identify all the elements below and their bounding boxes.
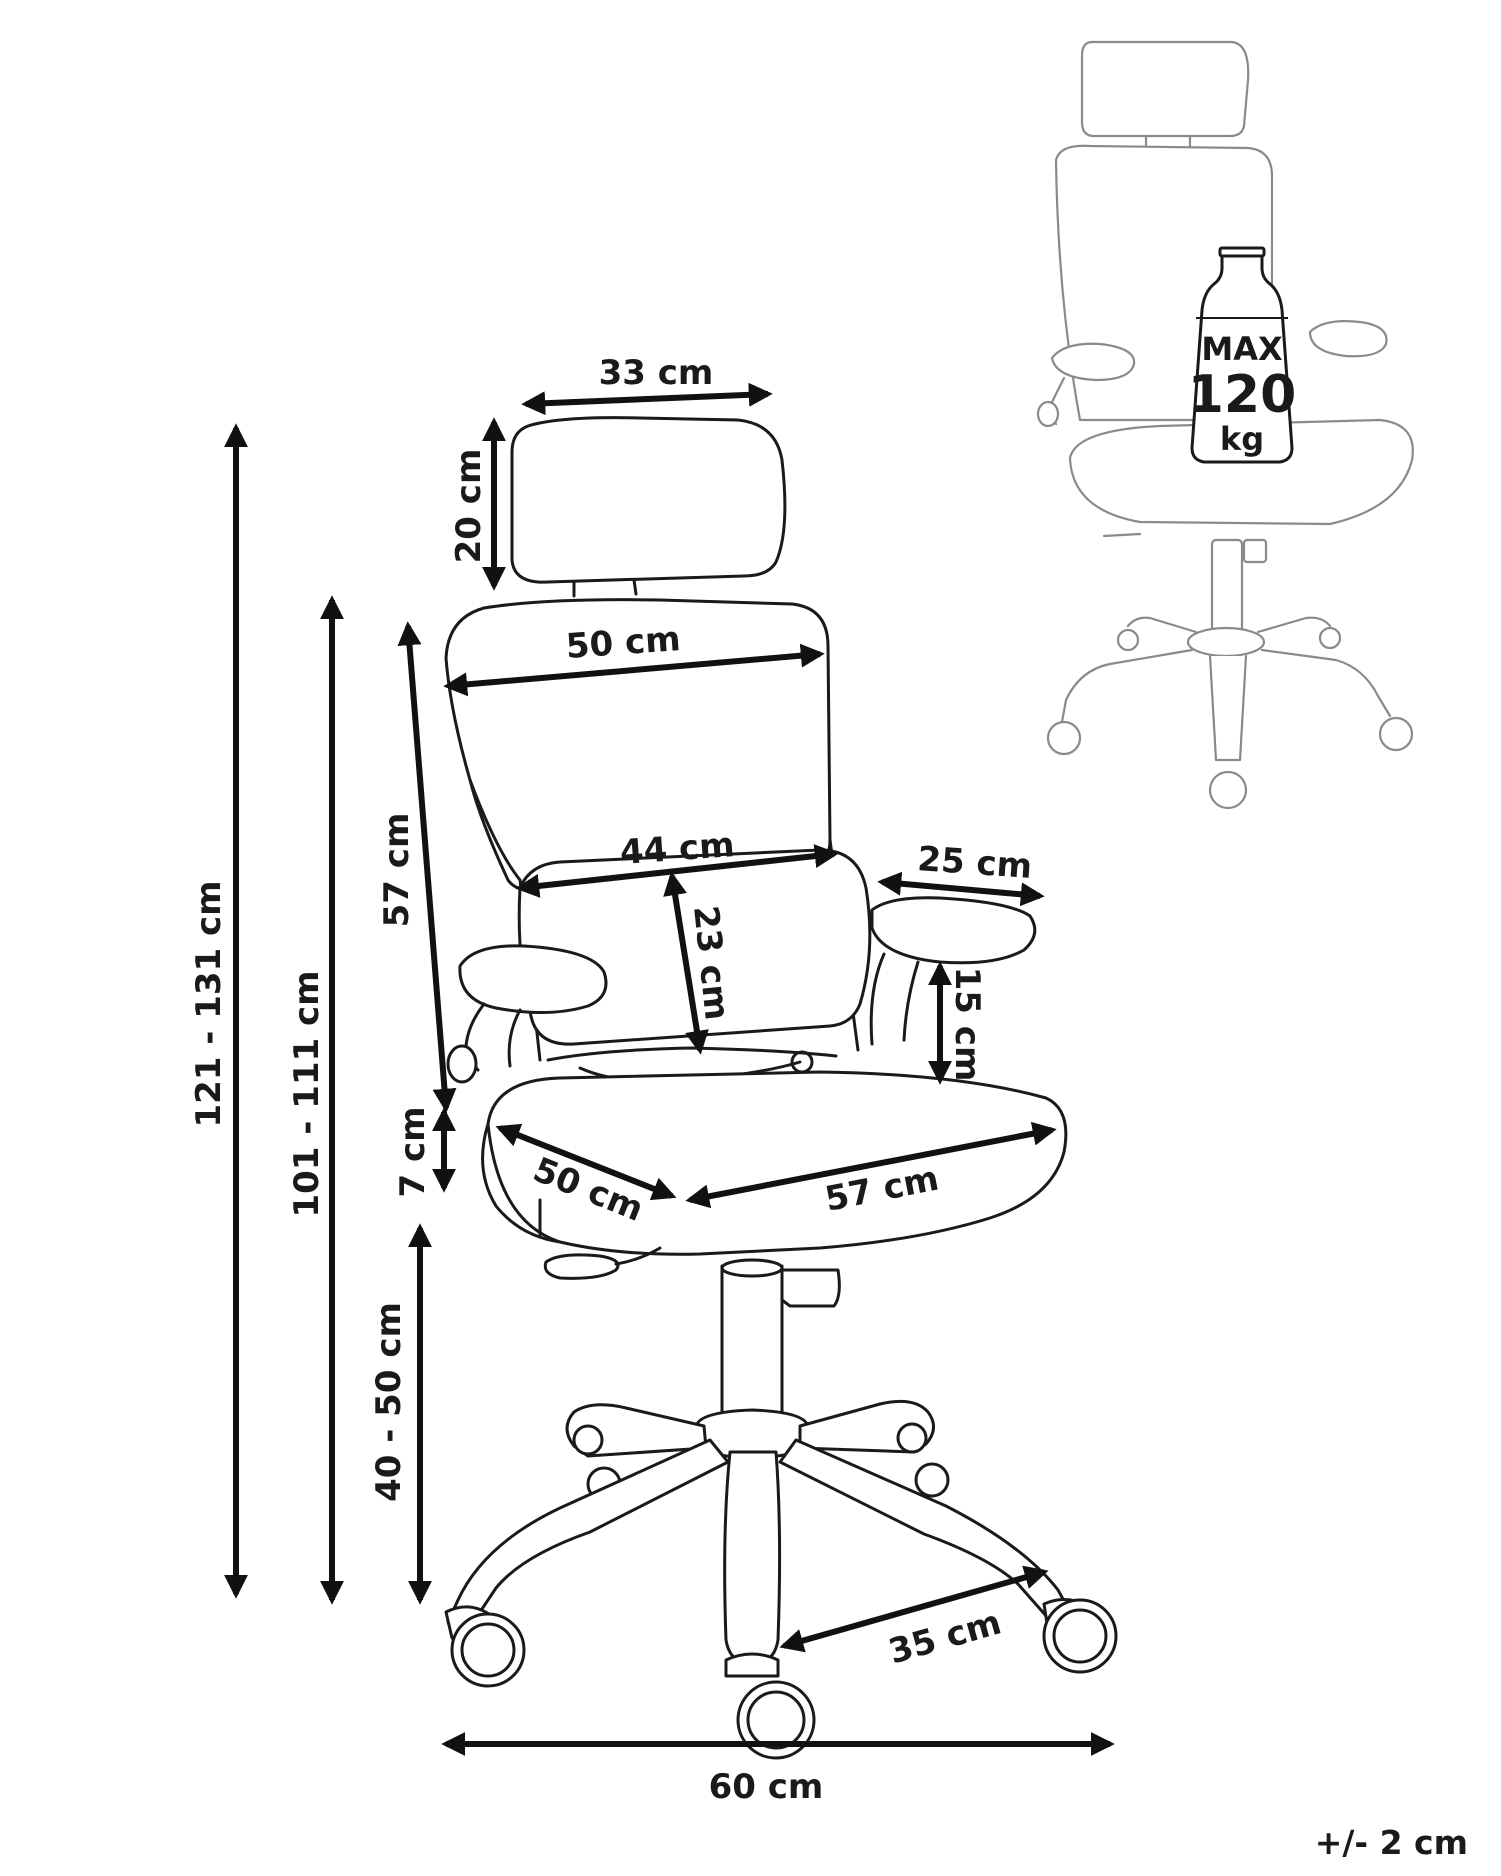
backrest-height-label: 57 cm xyxy=(377,813,417,928)
headrest-height-label: 20 cm xyxy=(449,449,489,564)
office-chair-drawing xyxy=(444,416,1118,1760)
max-load-unit: kg xyxy=(1220,420,1264,458)
backrest-width-label: 50 cm xyxy=(565,619,682,667)
lumbar-width-label: 44 cm xyxy=(619,825,736,873)
armrest-length-label: 25 cm xyxy=(916,839,1033,887)
gap-height-label: 7 cm xyxy=(393,1106,433,1197)
tolerance-note: +/- 2 cm xyxy=(1315,1823,1468,1862)
headrest-width-arrow xyxy=(521,382,773,416)
backrest-height-arrow xyxy=(397,621,457,1113)
headrest-width-label: 33 cm xyxy=(599,353,714,393)
backrest-width-arrow xyxy=(443,643,825,697)
leg-length-arrow xyxy=(779,1565,1049,1653)
armrest-length-arrow xyxy=(877,871,1045,907)
max-load-value: 120 xyxy=(1188,365,1297,425)
seat-width-arrow xyxy=(685,1121,1057,1209)
lumbar-height-arrow xyxy=(663,871,709,1055)
base-width-label: 60 cm xyxy=(709,1767,824,1807)
backrest-top-height-label: 101 - 111 cm xyxy=(287,970,327,1217)
armrest-height-label: 15 cm xyxy=(947,967,987,1082)
total-height-label: 121 - 131 cm xyxy=(189,880,229,1127)
lumbar-width-arrow xyxy=(515,844,839,898)
seat-height-label: 40 - 50 cm xyxy=(369,1302,409,1502)
dimension-lines xyxy=(224,382,1115,1756)
max-load-label: MAX xyxy=(1201,330,1283,368)
seat-depth-arrow xyxy=(495,1123,677,1201)
weight-icon xyxy=(1190,246,1294,464)
